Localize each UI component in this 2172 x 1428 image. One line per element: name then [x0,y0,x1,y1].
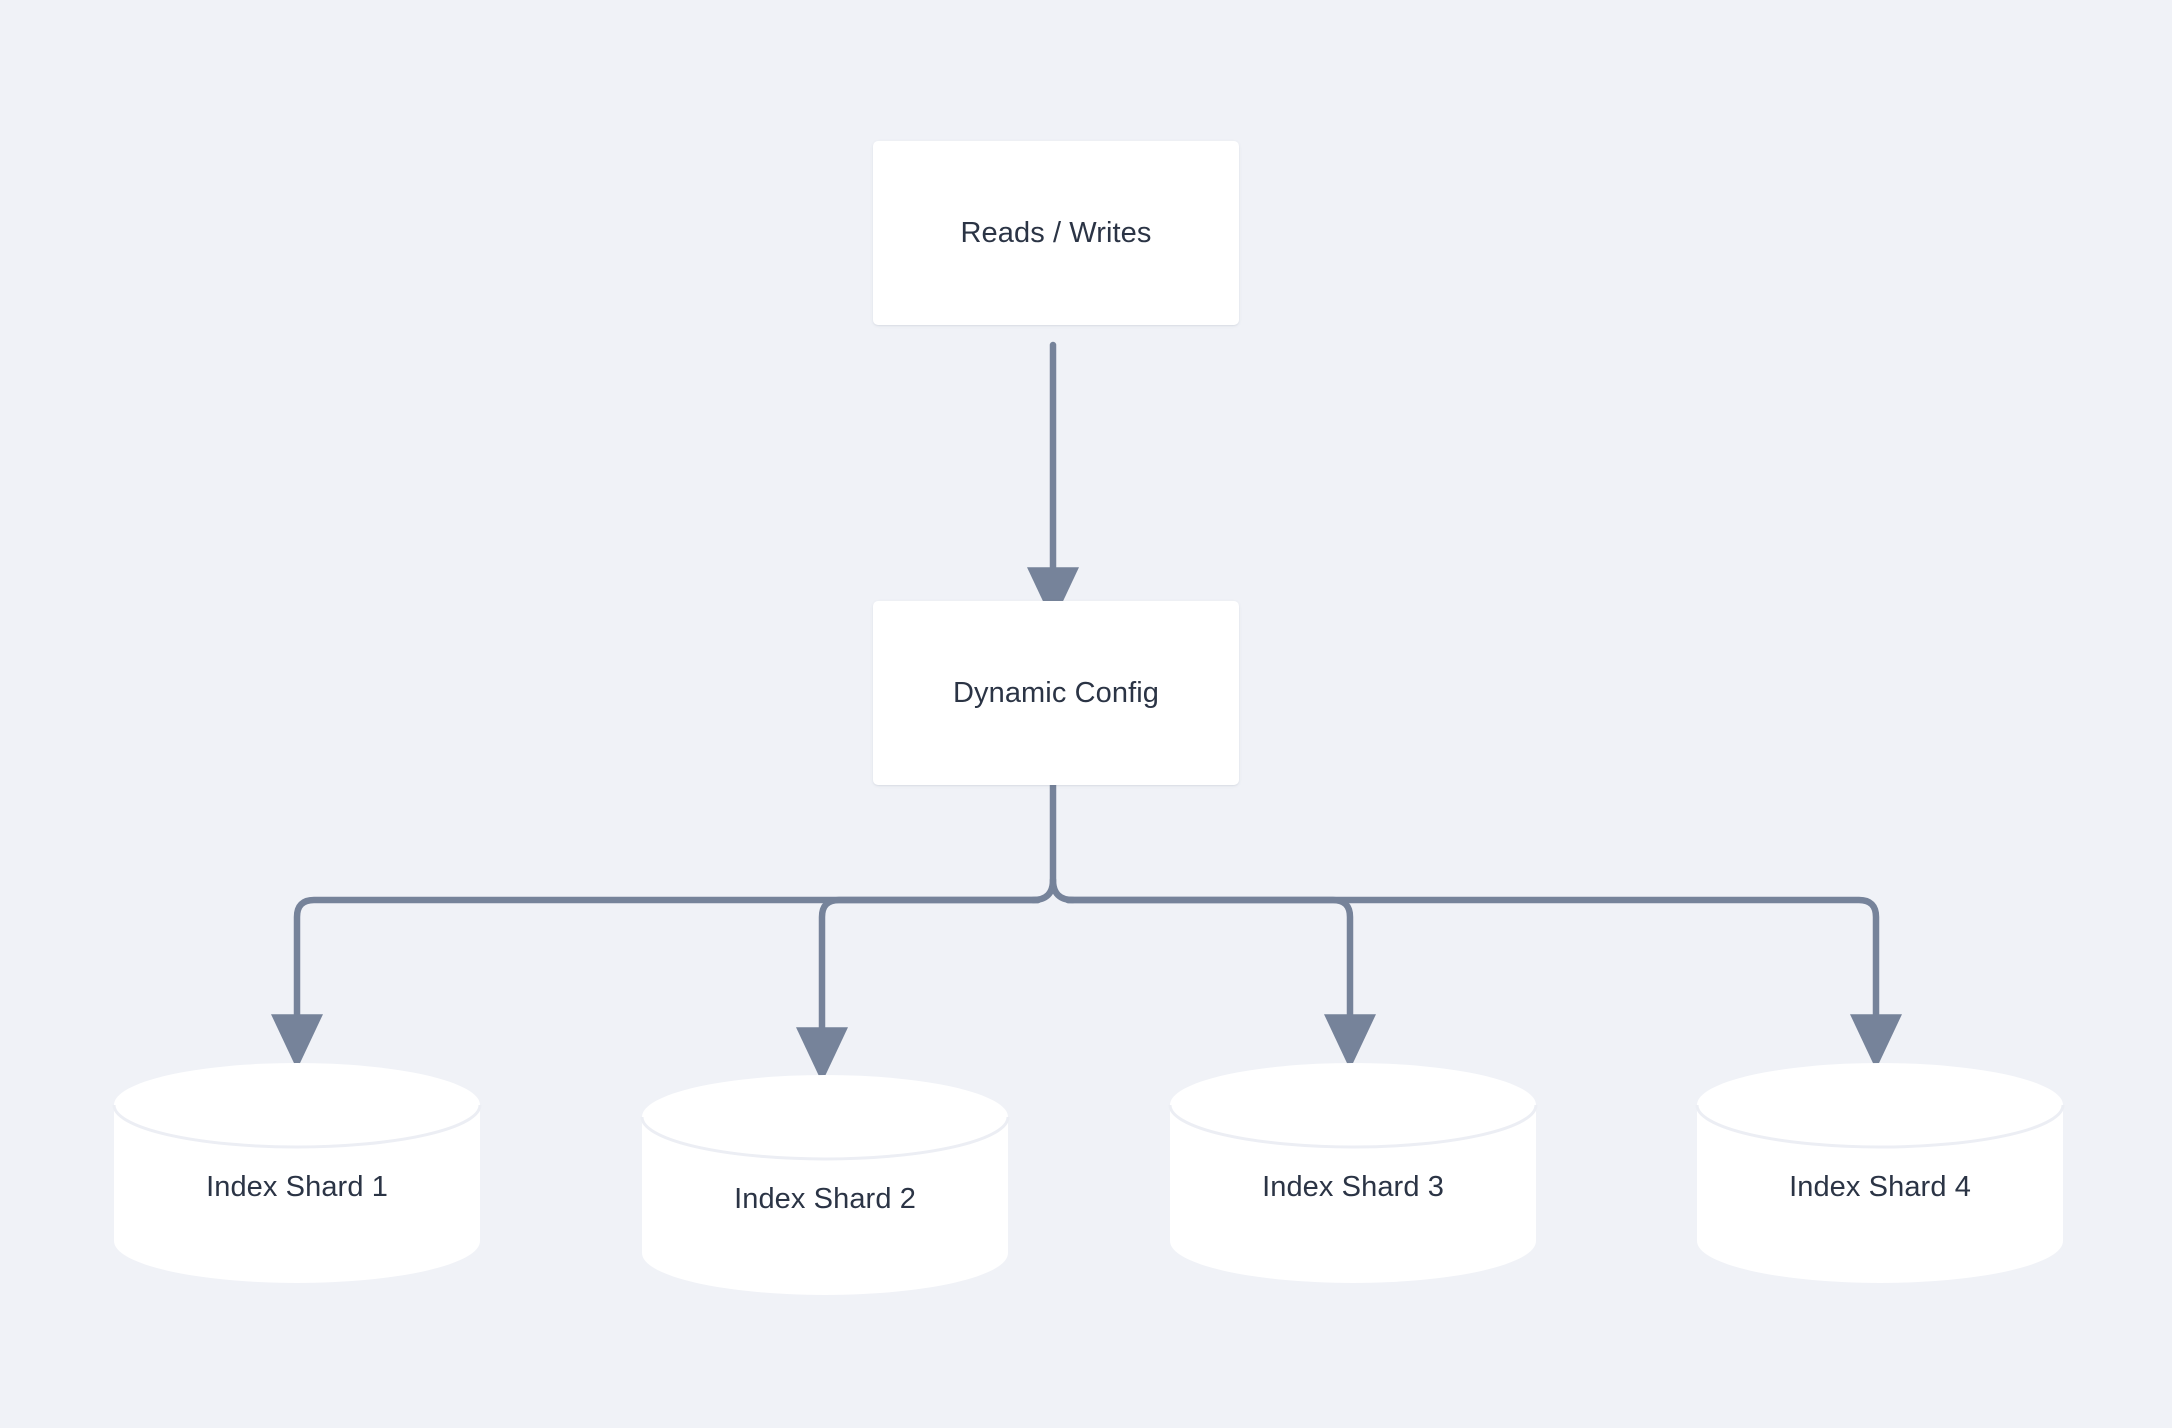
node-dynamic-config-label: Dynamic Config [952,676,1160,709]
node-index-shard-3[interactable]: Index Shard 3 [1168,1063,1538,1283]
node-index-shard-2-label: Index Shard 2 [734,1183,916,1215]
node-index-shard-1-label: Index Shard 1 [206,1171,388,1203]
node-index-shard-2[interactable]: Index Shard 2 [640,1075,1010,1295]
cylinder-shape [1168,1063,1538,1283]
node-dynamic-config[interactable]: Dynamic Config [873,601,1239,785]
node-index-shard-1[interactable]: Index Shard 1 [112,1063,482,1283]
node-reads-writes-label: Reads / Writes [960,216,1152,249]
cylinder-shape [112,1063,482,1283]
cylinder-shape [640,1075,1010,1295]
cylinder-shape [1695,1063,2065,1283]
edge-dynamic-config-to-index-shard-1 [271,896,1042,1070]
edge-dynamic-config-trunk-right [1049,876,1077,904]
node-index-shard-4-label: Index Shard 4 [1789,1171,1971,1203]
edge-dynamic-config-to-index-shard-3 [1064,896,1376,1070]
edge-dynamic-config-to-index-shard-2 [796,896,1042,1083]
node-index-shard-3-label: Index Shard 3 [1262,1171,1444,1203]
edge-dynamic-config-to-index-shard-4 [1064,896,1902,1070]
node-reads-writes[interactable]: Reads / Writes [873,141,1239,325]
edge-dynamic-config-trunk [1029,781,1057,904]
node-index-shard-4[interactable]: Index Shard 4 [1695,1063,2065,1283]
